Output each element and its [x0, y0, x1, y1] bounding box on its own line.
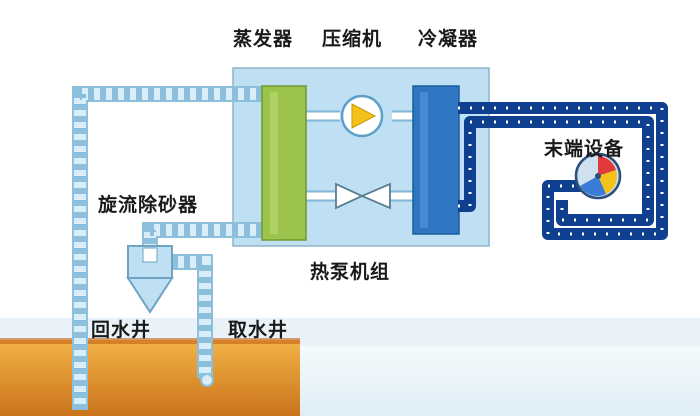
- condenser: [412, 85, 460, 235]
- compressor-pump-icon: [340, 94, 384, 138]
- terminal-equipment-label: 末端设备: [544, 138, 625, 160]
- cyclone-desander-label: 旋流除砂器: [98, 194, 199, 216]
- fan-coil-icon: [574, 152, 622, 200]
- cyclone-desander: [126, 245, 174, 314]
- condenser-label: 冷凝器: [418, 28, 479, 50]
- heat-pump-unit-label: 热泵机组: [310, 261, 391, 283]
- terminal-water-pipes: [458, 102, 668, 240]
- ground: [0, 340, 300, 416]
- recharge-well-label: 回水井: [91, 319, 152, 341]
- well-water-pipes: [72, 86, 436, 410]
- evaporator: [261, 85, 307, 241]
- compressor-label: 压缩机: [322, 28, 383, 50]
- extraction-well-label: 取水井: [228, 319, 289, 341]
- evaporator-label: 蒸发器: [233, 28, 294, 50]
- ground-edge: [0, 338, 300, 344]
- expansion-valve-icon: [335, 182, 391, 210]
